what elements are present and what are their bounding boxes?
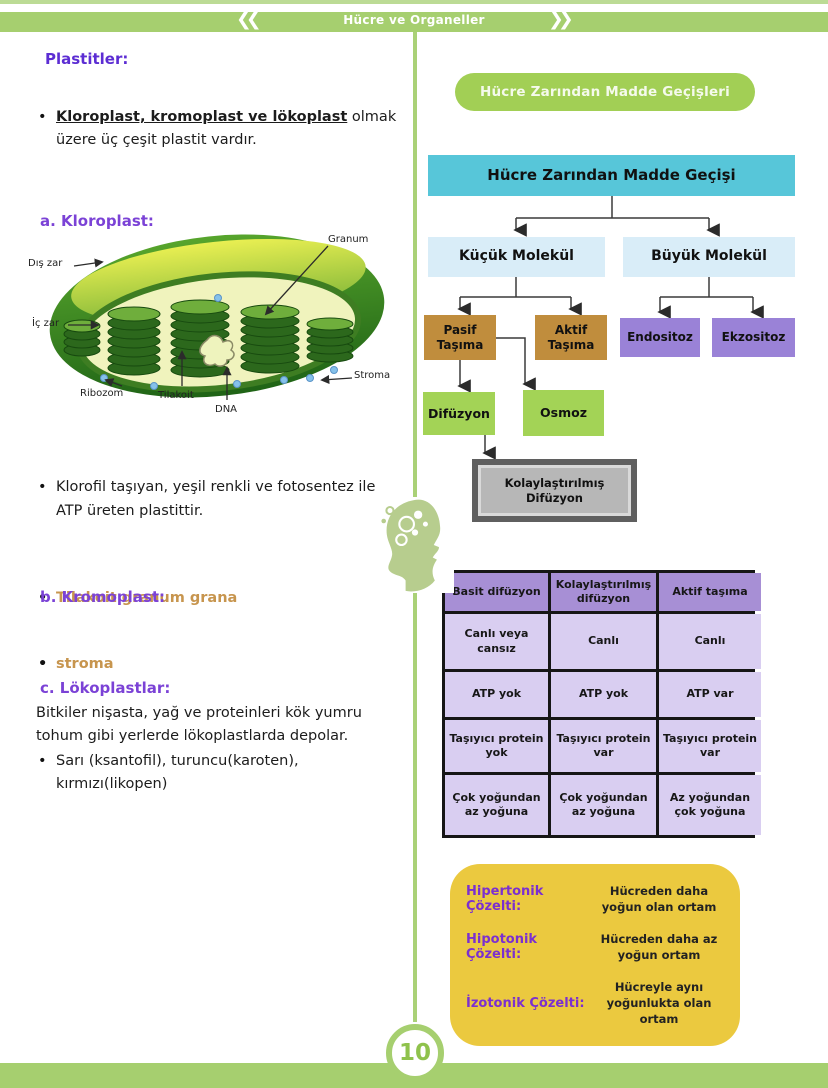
- solution-label: Hipotonik Çözelti:: [466, 931, 538, 962]
- table-cell: Çok yoğundan az yoğuna: [445, 775, 548, 835]
- chloroplast-diagram: Granum Dış zar İç zar Ribozom Tilakoit D…: [22, 228, 414, 426]
- transport-comparison-table: Basit difüzyon Kolaylaştırılmış difüzyon…: [442, 570, 761, 838]
- header-banner: [0, 12, 828, 32]
- solutions-box: Hipertonik Çözelti: Hücreden daha yoğun …: [450, 864, 740, 1046]
- diagram-label-ic-zar: İç zar: [32, 318, 60, 329]
- solution-desc: Hücreden daha yoğun olan ortam: [601, 883, 717, 914]
- table-header: Aktif taşıma: [659, 573, 761, 611]
- solution-desc: Hücreden daha az yoğun ortam: [600, 931, 718, 962]
- flow-pasif-tasima: Pasif Taşıma: [424, 315, 496, 360]
- page-number-badge: 10: [386, 1024, 444, 1082]
- bullet-klorofil: Klorofil taşıyan, yeşil renkli ve fotose…: [34, 476, 406, 522]
- flow-endositoz: Endositoz: [620, 318, 700, 357]
- table-header: Basit difüzyon: [445, 573, 548, 611]
- page-title: Hücre ve Organeller: [343, 13, 485, 27]
- flow-aktif-tasima: Aktif Taşıma: [535, 315, 607, 360]
- table-cell: Canlı veya cansız: [445, 614, 548, 669]
- solution-label: İzotonik Çözelti:: [466, 995, 585, 1011]
- membrane-transport-flowchart: Hücre Zarından Madde Geçişi Küçük Molekü…: [420, 140, 820, 540]
- solution-row-hipertonik: Hipertonik Çözelti: Hücreden daha yoğun …: [466, 883, 724, 915]
- diagram-label-granum: Granum: [328, 234, 369, 245]
- bullet-stroma: stroma: [34, 653, 374, 676]
- table-cell: Canlı: [659, 614, 761, 669]
- diagram-label-stroma: Stroma: [354, 370, 391, 381]
- diagram-label-ribozom: Ribozom: [80, 388, 124, 399]
- flow-kucuk-molekul: Küçük Molekül: [428, 237, 605, 277]
- table-header: Kolaylaştırılmış difüzyon: [551, 573, 656, 611]
- solution-label: Hipertonik Çözelti:: [466, 883, 544, 914]
- solution-row-izotonik: İzotonik Çözelti: Hücreyle aynı yoğunluk…: [466, 979, 724, 1027]
- table-cell: ATP var: [659, 672, 761, 717]
- flow-ekzositoz: Ekzositoz: [712, 318, 795, 357]
- table-cell: Taşıyıcı protein yok: [445, 720, 548, 772]
- text-lokoplast: Bitkiler nişasta, yağ ve proteinleri kök…: [36, 705, 362, 745]
- table-cell: Taşıyıcı protein var: [659, 720, 761, 772]
- bullet-kromoplast: Sarı (ksantofil), turuncu(karoten), kırm…: [34, 750, 414, 796]
- flow-difuzyon: Difüzyon: [423, 392, 495, 435]
- solution-row-hipotonik: Hipotonik Çözelti: Hücreden daha az yoğu…: [466, 931, 724, 963]
- solution-desc: Hücreyle aynı yoğunlukta olan ortam: [606, 980, 712, 1027]
- chevron-left-icon: ❮❮: [236, 8, 262, 30]
- flow-root: Hücre Zarından Madde Geçişi: [428, 155, 795, 196]
- topic-pill: Hücre Zarından Madde Geçişleri: [455, 73, 755, 111]
- heading-kloroplast: a. Kloroplast:: [40, 212, 154, 230]
- flow-buyuk-molekul: Büyük Molekül: [623, 237, 795, 277]
- table-cell: Çok yoğundan az yoğuna: [551, 775, 656, 835]
- table-cell: Canlı: [551, 614, 656, 669]
- thinking-head-icon: [376, 497, 454, 593]
- bullet-tilakoit-granum: Tilakoit granum grana: [34, 587, 374, 610]
- section-title-plastitler: Plastitler:: [45, 50, 129, 68]
- table-cell: ATP yok: [551, 672, 656, 717]
- diagram-label-tilakoit: Tilakoit: [158, 390, 194, 401]
- table-cell: Taşıyıcı protein var: [551, 720, 656, 772]
- intro-bold-underline: Kloroplast, kromoplast ve lökoplast: [56, 109, 348, 125]
- heading-lokoplast: c. Lökoplastlar:: [40, 679, 171, 697]
- table-cell: Az yoğundan çok yoğuna: [659, 775, 761, 835]
- flow-osmoz: Osmoz: [523, 390, 604, 436]
- diagram-label-dna: DNA: [215, 404, 238, 415]
- diagram-label-dis-zar: Dış zar: [28, 258, 63, 269]
- table-cell: ATP yok: [445, 672, 548, 717]
- top-edge-strip: [0, 0, 828, 4]
- intro-rest: olmak üzere üç çeşit plastit vardır.: [56, 109, 397, 149]
- heading-kromoplast: b. Kromoplast:: [40, 588, 166, 606]
- flow-kolaylastirilmis-difuzyon: Kolaylaştırılmış Difüzyon: [472, 459, 637, 522]
- chevron-right-icon: ❯❯: [548, 8, 574, 30]
- intro-bullet: Kloroplast, kromoplast ve lökoplast olma…: [34, 106, 402, 152]
